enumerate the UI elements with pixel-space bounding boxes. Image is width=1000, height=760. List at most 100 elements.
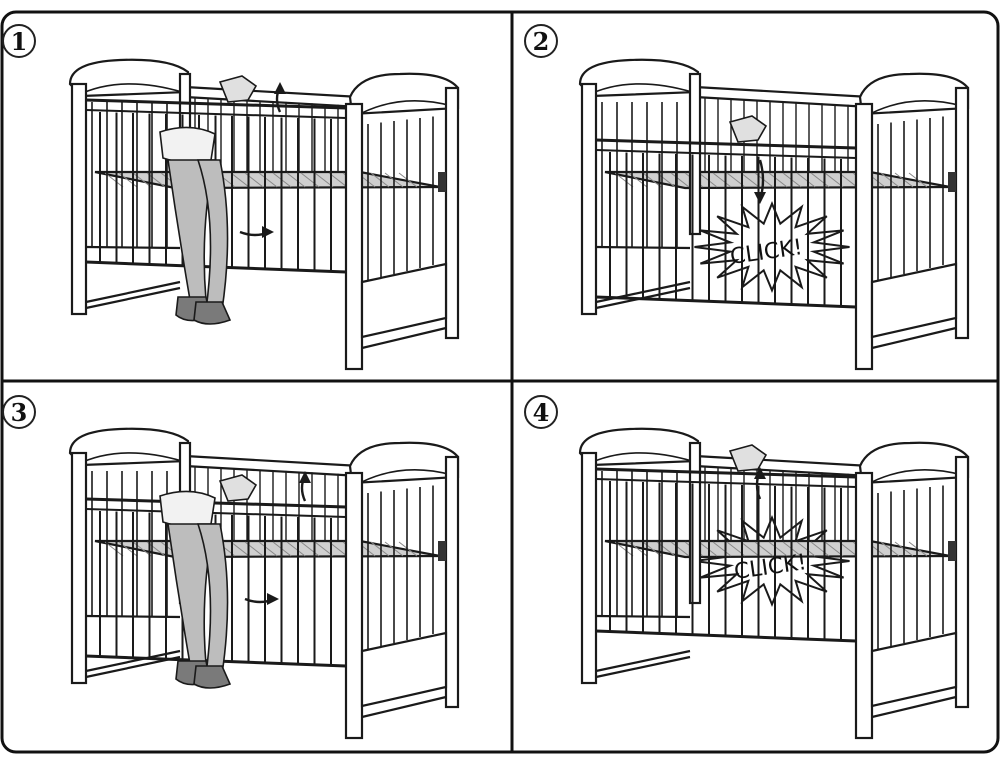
- hand-icon: [218, 474, 258, 502]
- mattress-stripe: [614, 172, 634, 188]
- crib-scene: [68, 58, 460, 371]
- mattress-stripe: [258, 541, 278, 557]
- front-top-rail: [85, 98, 347, 110]
- mattress-stripe: [398, 541, 418, 557]
- arrow-up-icon: [754, 467, 766, 500]
- drawer-panel: [870, 262, 958, 339]
- stretcher: [85, 286, 181, 310]
- post-left-front: [70, 82, 88, 316]
- front-bottom-rail: [595, 295, 857, 309]
- footboard-arch: [865, 469, 963, 486]
- mattress-stripe: [132, 541, 152, 557]
- arrow-right-icon: [239, 226, 274, 238]
- mattress-stripe: [768, 541, 788, 557]
- bottom-rail: [361, 326, 447, 350]
- boot-right: [193, 301, 232, 325]
- latch: [438, 172, 446, 192]
- front-top-rail: [85, 109, 347, 119]
- mattress-stripe: [796, 541, 816, 557]
- mattress-stripe: [286, 172, 306, 188]
- mattress-stripe: [104, 541, 124, 557]
- crib-scene: [68, 427, 460, 740]
- crib-scene: [578, 58, 970, 371]
- step-number-badge: 1: [2, 24, 36, 58]
- crib-scene: [578, 427, 970, 740]
- step-number-badge: 3: [2, 395, 36, 429]
- arrow-up-icon: [299, 471, 311, 502]
- step-panel-1: 1: [0, 12, 512, 381]
- footboard-arch: [355, 100, 453, 117]
- mattress-stripe: [670, 541, 690, 557]
- front-top-rail: [85, 497, 347, 509]
- footboard-arch: [355, 469, 453, 486]
- mattress-stripe: [642, 172, 662, 188]
- skirt-hem: [159, 126, 216, 164]
- post-right-front: [854, 102, 874, 371]
- mattress-stripe: [880, 172, 900, 188]
- person-legs-illustration: [159, 126, 232, 325]
- post-left-front: [580, 451, 598, 685]
- arrow-right-icon: [244, 593, 279, 605]
- mattress-stripe: [670, 172, 690, 188]
- arrow-down-icon: [754, 159, 766, 204]
- footboard-right: [348, 72, 460, 116]
- latch: [948, 172, 956, 192]
- burst-shape: [694, 200, 850, 294]
- post-right-back: [954, 86, 970, 340]
- drawer-panel: [360, 631, 448, 708]
- post-right-back: [954, 455, 970, 709]
- footboard-right: [858, 441, 970, 485]
- front-top-rail: [595, 467, 857, 479]
- post-left-front: [70, 451, 88, 685]
- mattress-stripe: [398, 172, 418, 188]
- post-right-front: [344, 471, 364, 740]
- person-legs-illustration: [159, 490, 232, 689]
- mattress-stripe: [908, 541, 928, 557]
- mattress-stripe: [132, 172, 152, 188]
- post-right-front: [344, 102, 364, 371]
- mattress-stripe: [712, 172, 732, 188]
- mattress-stripe: [230, 541, 250, 557]
- mattress-stripe: [880, 541, 900, 557]
- mattress-stripe: [642, 541, 662, 557]
- post-right-back: [444, 455, 460, 709]
- mattress-stripe: [300, 172, 320, 188]
- stretcher: [85, 649, 181, 673]
- step-number-badge: 4: [524, 395, 558, 429]
- bottom-rail: [361, 695, 447, 719]
- front-bottom-rail: [595, 629, 857, 643]
- crib-group: [68, 427, 460, 740]
- front-top-rail: [595, 149, 857, 159]
- back-rail: [694, 454, 871, 468]
- step-panel-3: 3: [0, 381, 512, 752]
- crib-group: [68, 58, 460, 371]
- mattress-stripe: [230, 172, 250, 188]
- bottom-rail: [871, 326, 957, 350]
- mattress-stripe: [908, 172, 928, 188]
- mattress-stripe: [810, 172, 830, 188]
- drawer-panel: [870, 631, 958, 708]
- crib-group: [578, 58, 970, 371]
- hand-icon: [218, 75, 258, 103]
- arrow-head: [754, 192, 766, 204]
- mattress-stripe: [370, 172, 390, 188]
- back-rail: [694, 85, 871, 99]
- post-left-back: [688, 441, 702, 605]
- mattress-stripe: [712, 541, 732, 557]
- step-panel-2: 2 CLICK!: [512, 12, 1000, 381]
- stretcher: [595, 649, 691, 673]
- step-number-badge: 2: [524, 24, 558, 58]
- mattress-stripe: [614, 541, 634, 557]
- back-rail: [184, 454, 361, 468]
- drawer-panel: [360, 262, 448, 339]
- mattress-stripe: [810, 541, 830, 557]
- arrow-up-icon: [274, 82, 286, 113]
- post-right-back: [444, 86, 460, 340]
- crib-illustration: [68, 58, 460, 371]
- boot-right: [193, 665, 232, 689]
- crib-illustration: [68, 427, 460, 740]
- crib-illustration: [578, 427, 970, 740]
- arrow-head: [267, 593, 279, 605]
- bottom-rail: [871, 695, 957, 719]
